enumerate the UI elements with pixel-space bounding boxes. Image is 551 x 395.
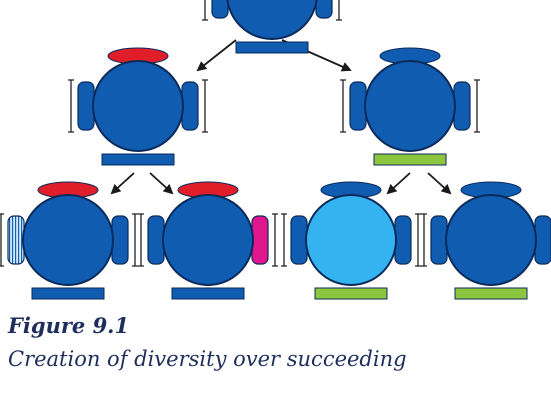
bottom-base <box>31 287 105 300</box>
body-circle <box>445 194 537 286</box>
side-bracket <box>340 79 346 133</box>
side-bracket <box>132 213 138 267</box>
side-bracket <box>138 213 144 267</box>
organism-grandchild-4 <box>421 181 551 300</box>
right-side-panel <box>251 215 269 265</box>
figure-caption: Creation of diversity over succeeding <box>8 347 407 371</box>
side-bracket <box>202 79 208 133</box>
organism-parent <box>202 0 342 54</box>
side-bracket <box>421 213 427 267</box>
left-side-panel <box>147 215 165 265</box>
bottom-base <box>373 153 447 166</box>
side-bracket <box>68 79 74 133</box>
side-bracket <box>281 213 287 267</box>
bottom-base <box>454 287 528 300</box>
organism-child-left <box>68 47 208 166</box>
body-circle <box>22 194 114 286</box>
side-bracket <box>415 213 421 267</box>
organism-grandchild-1 <box>0 181 138 300</box>
left-side-panel <box>7 215 25 265</box>
organism-grandchild-3 <box>281 181 421 300</box>
side-bracket <box>0 213 4 267</box>
arrow-child-right-to-grandchild-3 <box>386 172 411 195</box>
side-bracket <box>474 79 480 133</box>
bottom-base <box>171 287 245 300</box>
right-side-panel <box>315 0 333 19</box>
bottom-base <box>314 287 388 300</box>
body-circle <box>226 0 318 40</box>
bottom-base <box>235 41 309 54</box>
right-side-panel <box>453 81 471 131</box>
right-side-panel <box>111 215 129 265</box>
organism-grandchild-2 <box>138 181 278 300</box>
right-side-panel <box>394 215 412 265</box>
arrow-child-left-to-grandchild-2 <box>149 172 174 195</box>
arrow-child-left-to-grandchild-1 <box>110 172 135 195</box>
side-bracket <box>272 213 278 267</box>
left-side-panel <box>290 215 308 265</box>
left-side-panel <box>349 81 367 131</box>
organisms-layer <box>0 0 551 300</box>
body-circle <box>92 60 184 152</box>
side-bracket <box>202 0 208 21</box>
figure-label: Figure 9.1 <box>8 313 130 338</box>
side-bracket <box>336 0 342 21</box>
bottom-base <box>101 153 175 166</box>
body-circle <box>162 194 254 286</box>
body-circle <box>364 60 456 152</box>
organism-child-right <box>340 47 480 166</box>
diversity-tree-diagram <box>0 0 551 300</box>
right-side-panel <box>181 81 199 131</box>
left-side-panel <box>77 81 95 131</box>
left-side-panel <box>211 0 229 19</box>
arrow-child-right-to-grandchild-4 <box>427 172 452 195</box>
arrow-parent-to-child-left <box>196 39 237 72</box>
left-side-panel <box>430 215 448 265</box>
right-side-panel <box>534 215 551 265</box>
body-circle <box>305 194 397 286</box>
